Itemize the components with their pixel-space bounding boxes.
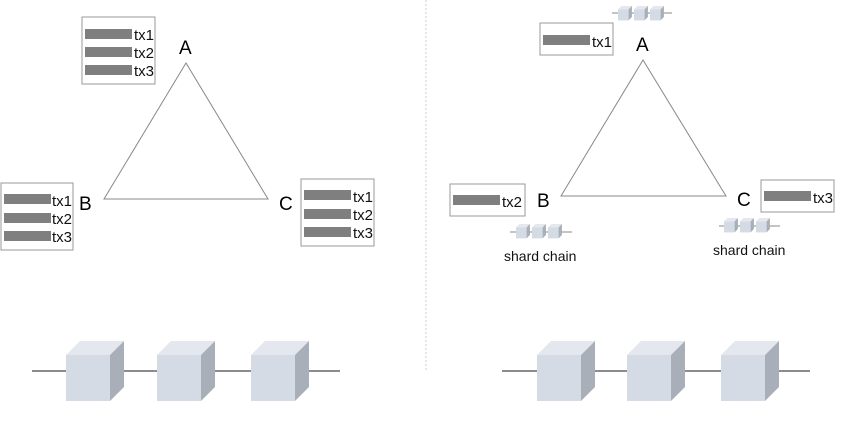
node-a-label: A	[636, 35, 649, 56]
tx-label: tx2	[52, 211, 72, 228]
shard-chain-a	[612, 6, 672, 21]
block-cube-icon	[627, 341, 685, 401]
block-cube-icon	[548, 224, 562, 239]
node-b-label: B	[537, 191, 550, 212]
tx-label: tx1	[353, 189, 373, 206]
shard-chain-b: shard chain	[504, 224, 576, 264]
tx-pool-b: tx1 tx2 tx3	[0, 182, 74, 251]
node-c-label: C	[279, 194, 293, 215]
shard-chain-caption: shard chain	[504, 248, 576, 264]
block-cube-icon	[251, 341, 309, 401]
tx-label: tx1	[592, 34, 612, 51]
tx-pool-a: tx1	[539, 22, 614, 56]
block-cube-icon	[66, 341, 124, 401]
block-cube-icon	[537, 341, 595, 401]
shard-chain-caption: shard chain	[713, 242, 785, 258]
shard-chain-c: shard chain	[713, 218, 785, 258]
block-cube-icon	[157, 341, 215, 401]
left-panel: A B C tx1 tx2 tx3 tx1 tx2 tx3 tx1	[0, 16, 375, 401]
block-cube-icon	[532, 224, 546, 239]
block-cube-icon	[650, 6, 664, 21]
network-triangle	[560, 59, 727, 197]
tx-label: tx2	[353, 207, 373, 224]
tx-label: tx3	[134, 63, 154, 80]
block-cube-icon	[618, 6, 632, 21]
tx-pool-c: tx1 tx2 tx3	[300, 178, 375, 247]
tx-pool-c: tx3	[760, 179, 835, 213]
block-cube-icon	[724, 218, 738, 233]
tx-label: tx1	[134, 27, 154, 44]
block-cube-icon	[721, 341, 779, 401]
tx-label: tx3	[52, 229, 72, 246]
tx-label: tx3	[353, 225, 373, 242]
main-chain	[32, 341, 340, 401]
block-cube-icon	[516, 224, 530, 239]
network-triangle	[103, 62, 269, 200]
node-a-label: A	[179, 38, 192, 59]
tx-label: tx1	[52, 193, 72, 210]
main-chain	[502, 341, 810, 401]
node-c-label: C	[737, 190, 751, 211]
tx-label: tx2	[502, 194, 522, 211]
block-cube-icon	[756, 218, 770, 233]
tx-label: tx3	[813, 190, 833, 207]
block-cube-icon	[634, 6, 648, 21]
tx-label: tx2	[134, 45, 154, 62]
tx-pool-b: tx2	[449, 183, 526, 217]
right-panel: A B C tx1 tx2 tx3 shard	[449, 6, 835, 401]
tx-pool-a: tx1 tx2 tx3	[81, 16, 156, 85]
node-b-label: B	[79, 194, 92, 215]
block-cube-icon	[740, 218, 754, 233]
